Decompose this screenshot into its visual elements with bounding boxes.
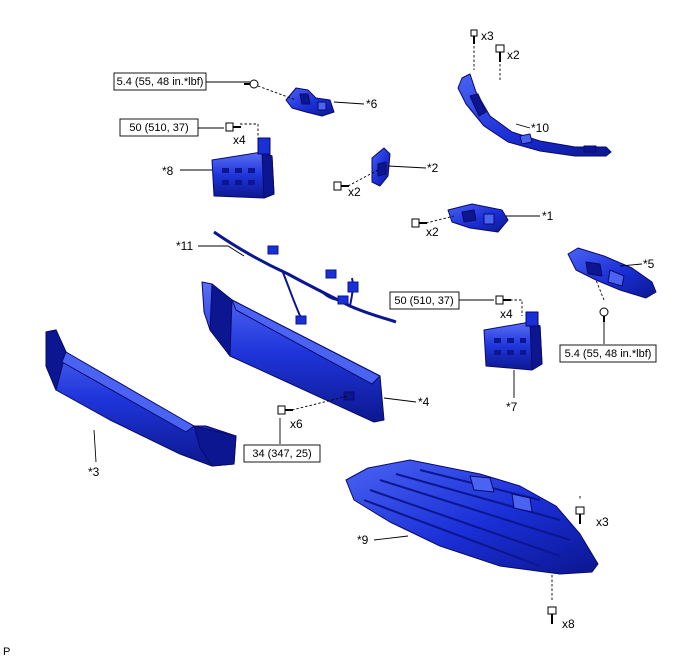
part-11-wire-harness: [213, 230, 397, 325]
leader-lines: [93, 81, 643, 541]
label-part-3: *3: [88, 465, 100, 479]
part-1-bracket: [447, 203, 509, 233]
label-part-5: *5: [643, 257, 655, 271]
bolt-icon: [495, 295, 511, 305]
qty-label: x2: [426, 225, 439, 239]
bolt-icon: [599, 307, 609, 322]
qty-label: x8: [562, 617, 575, 631]
qty-label: x3: [481, 29, 494, 43]
bolt-icon: [495, 44, 505, 62]
part-8-bracket: [211, 137, 275, 199]
part-3-absorber: [45, 329, 237, 467]
label-part-9: *9: [357, 533, 369, 547]
qty-label: x4: [233, 133, 246, 147]
bolt-icon: [411, 218, 427, 228]
qty-label: x2: [507, 48, 520, 62]
svg-text:50 (510, 37): 50 (510, 37): [129, 122, 188, 134]
label-part-11: *11: [176, 239, 193, 253]
label-part-2: *2: [427, 161, 439, 175]
label-part-6: *6: [366, 97, 378, 111]
bolt-icon: [575, 506, 585, 524]
qty-label: x6: [290, 417, 303, 431]
fasteners: [225, 29, 609, 624]
torque-spec-5: 5.4 (55, 48 in.*lbf): [559, 344, 657, 363]
corner-code: P: [3, 646, 10, 658]
part-5-bracket: [567, 247, 657, 299]
part-6-bracket: [285, 87, 335, 117]
bolt-icon: [333, 181, 349, 191]
dashed-install-lines: [240, 46, 605, 600]
qty-label: x2: [348, 185, 361, 199]
bolt-icon: [277, 405, 293, 415]
torque-spec-7: 50 (510, 37): [389, 291, 460, 310]
torque-spec-8: 50 (510, 37): [119, 118, 199, 137]
part-4-reinforcement: [201, 281, 385, 423]
bolt-icon: [225, 122, 241, 132]
part-2-bracket: [371, 147, 391, 187]
qty-label: x3: [596, 515, 609, 529]
svg-text:5.4 (55, 48 in.*lbf): 5.4 (55, 48 in.*lbf): [117, 76, 204, 88]
torque-spec-4: 34 (347, 25): [243, 444, 321, 463]
quantity-labels: x3 x2 x4 x2 x2 x4 x6 x3 x8: [233, 29, 609, 631]
svg-text:5.4 (55, 48 in.*lbf): 5.4 (55, 48 in.*lbf): [565, 348, 652, 360]
part-labels: *6 *10 *2 *8 *1 *11 *5 *4 *7 *3 *9: [88, 97, 655, 547]
label-part-4: *4: [418, 395, 430, 409]
part-7-bracket: [483, 311, 543, 371]
qty-label: x4: [500, 307, 513, 321]
label-part-7: *7: [506, 400, 518, 414]
part-9-under-cover: [345, 459, 599, 575]
part-10-retainer: [457, 73, 612, 157]
bolt-icon: [244, 79, 259, 89]
svg-text:34 (347, 25): 34 (347, 25): [252, 448, 311, 460]
bolt-icon: [547, 606, 557, 624]
svg-text:50 (510, 37): 50 (510, 37): [394, 295, 453, 307]
label-part-10: *10: [531, 121, 549, 135]
label-part-8: *8: [162, 164, 174, 178]
label-part-1: *1: [542, 209, 554, 223]
torque-spec-6: 5.4 (55, 48 in.*lbf): [113, 72, 207, 91]
bolt-icon: [470, 29, 478, 44]
